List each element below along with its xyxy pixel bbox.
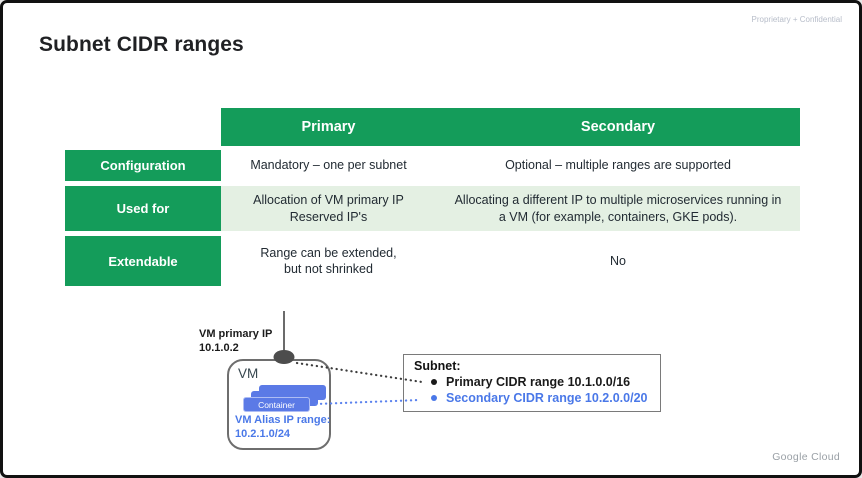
vm-alias-ip-text: VM Alias IP range: [235, 414, 331, 426]
subnet-box: Subnet: Primary CIDR range 10.1.0.0/16 S… [403, 354, 661, 412]
table-row: Used for Allocation of VM primary IP Res… [65, 186, 800, 231]
table-row: Configuration Mandatory – one per subnet… [65, 150, 800, 181]
subnet-primary-item: Primary CIDR range 10.1.0.0/16 [414, 375, 650, 389]
container-card: Container [243, 397, 310, 412]
row-label: Used for [65, 186, 221, 231]
cidr-table: Primary Secondary Configuration Mandator… [65, 108, 800, 291]
subnet-title: Subnet: [414, 359, 461, 373]
confidential-label: Proprietary + Confidential [751, 15, 843, 24]
row-data: Mandatory – one per subnet Optional – mu… [221, 150, 800, 181]
cell-primary: Allocation of VM primary IP Reserved IP'… [253, 193, 404, 224]
vm-primary-ip-label: VM primary IP 10.1.0.2 [199, 328, 272, 355]
row-label: Configuration [65, 150, 221, 181]
cell-secondary: Allocating a different IP to multiple mi… [454, 193, 782, 224]
cell-primary: Mandatory – one per subnet [250, 158, 407, 173]
bullet-icon [431, 379, 437, 385]
container-label: Container [258, 399, 295, 410]
column-header-primary: Primary [301, 119, 356, 135]
subnet-primary-text: Primary CIDR range 10.1.0.0/16 [446, 375, 631, 389]
vm-primary-ip-text: VM primary IP [199, 328, 273, 340]
vm-alias-ip-value: 10.2.1.0/24 [235, 427, 291, 440]
subnet-secondary-item: Secondary CIDR range 10.2.0.0/20 [414, 391, 650, 405]
google-cloud-logo: Google Cloud [772, 451, 840, 463]
table-header-row: Primary Secondary [221, 108, 800, 146]
vm-primary-ip-value: 10.1.0.2 [199, 341, 239, 354]
page-title: Subnet CIDR ranges [39, 33, 244, 56]
column-header-secondary: Secondary [580, 119, 656, 135]
row-data: Range can be extended, but not shrinked … [221, 236, 800, 286]
cell-primary: Range can be extended, but not shrinked [260, 245, 397, 277]
vm-label: VM [238, 366, 259, 381]
row-data: Allocation of VM primary IP Reserved IP'… [221, 186, 800, 231]
cell-secondary: No [610, 253, 626, 268]
bullet-icon [431, 395, 437, 401]
vm-alias-ip-label: VM Alias IP range: 10.2.1.0/24 [235, 414, 330, 441]
table-row: Extendable Range can be extended, but no… [65, 236, 800, 286]
cell-secondary: Optional – multiple ranges are supported [505, 158, 731, 173]
subnet-secondary-text: Secondary CIDR range 10.2.0.0/20 [446, 391, 648, 405]
row-label: Extendable [65, 236, 221, 286]
